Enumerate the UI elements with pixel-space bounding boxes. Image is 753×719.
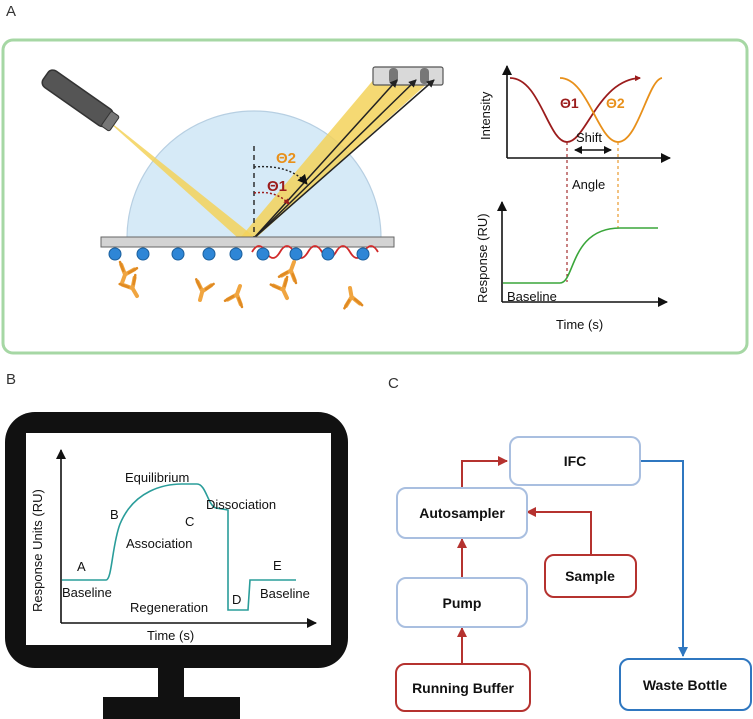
connector-sample-autosampler bbox=[526, 507, 592, 555]
ray-1 bbox=[253, 79, 398, 239]
theta2-arc bbox=[253, 165, 308, 185]
theta2-label: Θ2 bbox=[276, 150, 296, 167]
sample-node[interactable]: Sample bbox=[544, 554, 637, 598]
theta2-curve bbox=[559, 77, 663, 143]
phase-equilibrium: Equilibrium bbox=[125, 470, 189, 485]
monitor-icon bbox=[5, 412, 348, 719]
sensorgram-curve bbox=[62, 483, 296, 611]
time-label: Time (s) bbox=[556, 317, 603, 332]
phase-dissociation: Dissociation bbox=[206, 497, 276, 512]
baseline-label: Baseline bbox=[507, 289, 557, 304]
theta1-label: Θ1 bbox=[267, 178, 287, 195]
sensorgram-ylabel: Response Units (RU) bbox=[30, 489, 45, 612]
angle-label: Angle bbox=[572, 177, 605, 192]
flow-connectors bbox=[457, 456, 688, 664]
sensor-chip bbox=[100, 236, 395, 248]
response-curve bbox=[503, 227, 658, 284]
phase-association: Association bbox=[126, 536, 192, 551]
sensorgram-xlabel: Time (s) bbox=[147, 628, 194, 643]
pump-node[interactable]: Pump bbox=[396, 577, 528, 628]
waste-bottle-node[interactable]: Waste Bottle bbox=[619, 658, 752, 711]
pump-label: Pump bbox=[443, 595, 482, 611]
panel-label-b: B bbox=[6, 371, 16, 388]
running-buffer-label: Running Buffer bbox=[412, 680, 514, 696]
response-chart: Baseline Time (s) Response (RU) bbox=[475, 201, 668, 332]
autosampler-label: Autosampler bbox=[419, 505, 505, 521]
ligand-dots bbox=[108, 247, 370, 261]
intensity-chart: Θ1 Θ2 Shift Angle Intensity bbox=[478, 65, 671, 192]
ifc-node[interactable]: IFC bbox=[509, 436, 641, 486]
response-label: Response (RU) bbox=[475, 213, 490, 303]
curve-theta2-label: Θ2 bbox=[606, 95, 625, 111]
phase-e: E bbox=[273, 558, 282, 573]
light-source-icon bbox=[41, 69, 120, 132]
ray-3 bbox=[253, 79, 435, 239]
connector-ifc-waste bbox=[640, 460, 688, 657]
shift-label: Shift bbox=[576, 130, 602, 145]
phase-b: B bbox=[110, 507, 119, 522]
curve-theta1-label: Θ1 bbox=[560, 95, 579, 111]
panel-label-c: C bbox=[388, 375, 399, 392]
sample-label: Sample bbox=[565, 568, 615, 584]
phase-a: A bbox=[77, 559, 86, 574]
waste-bottle-label: Waste Bottle bbox=[643, 677, 727, 693]
autosampler-node[interactable]: Autosampler bbox=[396, 487, 528, 539]
intensity-label: Intensity bbox=[478, 91, 493, 140]
phase-c: C bbox=[185, 514, 194, 529]
phase-baseline-left: Baseline bbox=[62, 585, 112, 600]
incident-beam bbox=[102, 116, 256, 238]
evanescent-wave bbox=[251, 245, 379, 259]
phase-baseline-right: Baseline bbox=[260, 586, 310, 601]
connector-autosampler-ifc bbox=[461, 456, 508, 488]
ray-2 bbox=[253, 79, 417, 239]
theta1-curve bbox=[509, 75, 641, 143]
phase-d: D bbox=[232, 592, 241, 607]
running-buffer-node[interactable]: Running Buffer bbox=[395, 663, 531, 712]
ifc-label: IFC bbox=[564, 453, 587, 469]
panel-a-frame bbox=[1, 38, 749, 355]
panel-label-a: A bbox=[6, 3, 16, 20]
phase-regeneration: Regeneration bbox=[130, 600, 208, 615]
